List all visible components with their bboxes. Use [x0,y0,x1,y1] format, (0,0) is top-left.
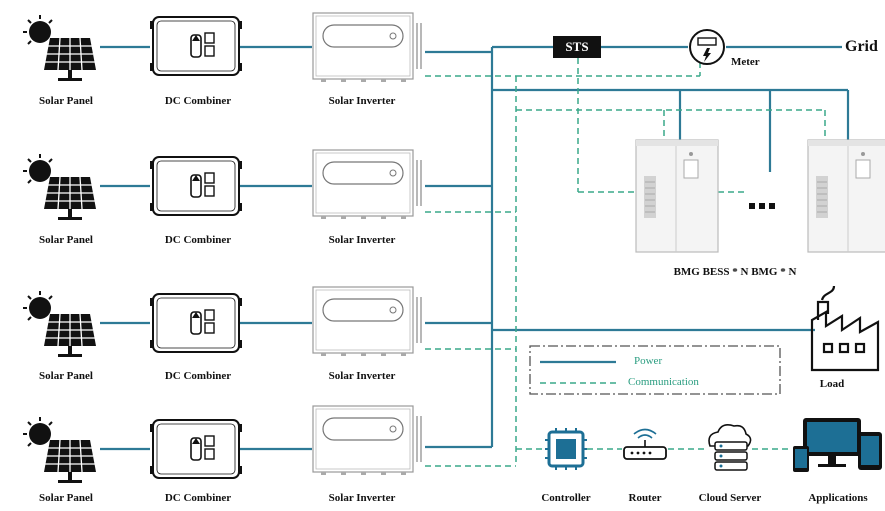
dc-combiner-label: DC Combiner [164,95,232,107]
applications-label: Applications [808,492,868,504]
legend-box [529,345,781,395]
communication-lines [425,58,826,467]
solar-inverter-icon [312,286,422,357]
cloud-server-icon [708,424,752,471]
load-label: Load [819,378,845,390]
solar-inverter-label: Solar Inverter [328,492,396,504]
solar-panel-label: Solar Panel [39,370,93,382]
applications-icon [793,418,882,472]
solar-panel-icon [22,153,97,221]
legend-communication: Communication [628,376,699,388]
legend-power: Power [634,355,663,367]
bess-label: BMG BESS * N BMG * N [673,266,797,278]
dc-combiner-icon [149,419,243,479]
dc-combiner-label: DC Combiner [164,234,232,246]
factory-icon [810,285,880,372]
solar-inverter-icon [312,405,422,476]
dc-combiner-icon [149,156,243,216]
grid-label: Grid [845,38,878,55]
solar-inverter-label: Solar Inverter [328,370,396,382]
solar-panel-label: Solar Panel [39,95,93,107]
solar-inverter-label: Solar Inverter [328,95,396,107]
bess-cabinet-icon [807,139,885,253]
cloud-server-label: Cloud Server [698,492,762,504]
solar-inverter-label: Solar Inverter [328,234,396,246]
solar-inverter-icon [312,149,422,220]
meter-label: Meter [731,56,760,68]
dc-combiner-label: DC Combiner [164,370,232,382]
dc-combiner-icon [149,293,243,353]
meter-icon [689,29,725,65]
solar-panel-icon [22,416,97,484]
dc-combiner-icon [149,16,243,76]
solar-panel-label: Solar Panel [39,234,93,246]
sts-box: STS [553,36,601,58]
solar-inverter-icon [312,12,422,83]
controller-label: Controller [541,492,591,504]
ellipsis-icon [749,203,775,209]
bess-cabinet-icon [635,139,719,253]
solar-panel-label: Solar Panel [39,492,93,504]
router-icon [623,428,667,460]
controller-icon [545,428,587,470]
solar-panel-icon [22,290,97,358]
router-label: Router [628,492,662,504]
solar-panel-icon [22,14,97,82]
power-lines [100,45,850,451]
dc-combiner-label: DC Combiner [164,492,232,504]
